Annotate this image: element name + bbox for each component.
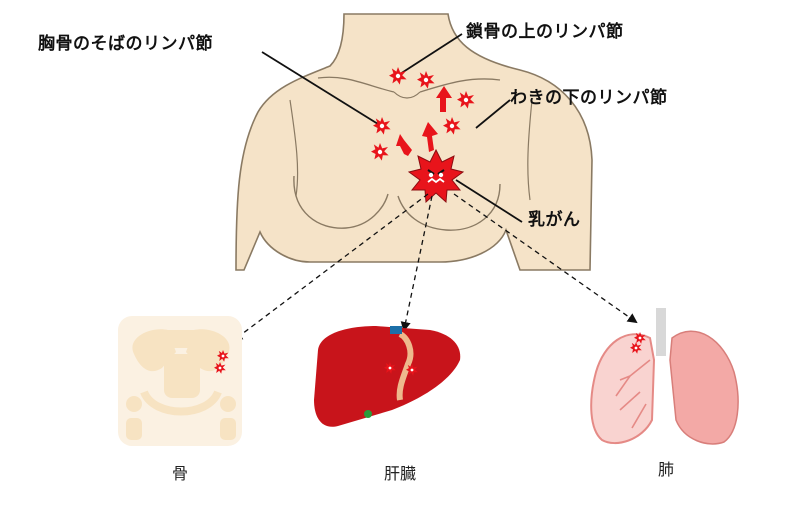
label-axillary-lymph-nodes: わきの下のリンパ節 — [510, 88, 668, 108]
metastasis-paths — [232, 193, 638, 342]
leader-sternal — [261, 51, 379, 125]
spread-arrow — [436, 86, 452, 112]
tumor-icon — [407, 148, 465, 204]
label-bone: 骨 — [171, 464, 188, 483]
leader-breast-cancer — [455, 179, 523, 223]
spread-arrows — [396, 86, 452, 156]
label-breast-cancer: 乳がん — [528, 210, 581, 230]
label-sternal-lymph-nodes: 胸骨のそばのリンパ節 — [38, 34, 213, 54]
lungs-icon — [590, 308, 739, 445]
torso-illustration — [235, 13, 593, 271]
pelvis-bone-icon — [118, 316, 242, 446]
label-supraclavicular-lymph-nodes: 鎖骨の上のリンパ節 — [466, 22, 624, 42]
leader-axillary — [475, 99, 511, 129]
leader-lines — [261, 33, 523, 223]
label-lung: 肺 — [657, 460, 674, 479]
leader-supraclavicular — [399, 33, 463, 75]
label-liver: 肝臓 — [383, 464, 416, 483]
spread-arrow — [396, 134, 412, 156]
path-to-liver — [400, 195, 433, 332]
path-to-bone — [232, 193, 429, 342]
path-to-lung — [453, 193, 638, 324]
spread-arrow — [422, 122, 438, 152]
liver-icon — [314, 326, 461, 427]
